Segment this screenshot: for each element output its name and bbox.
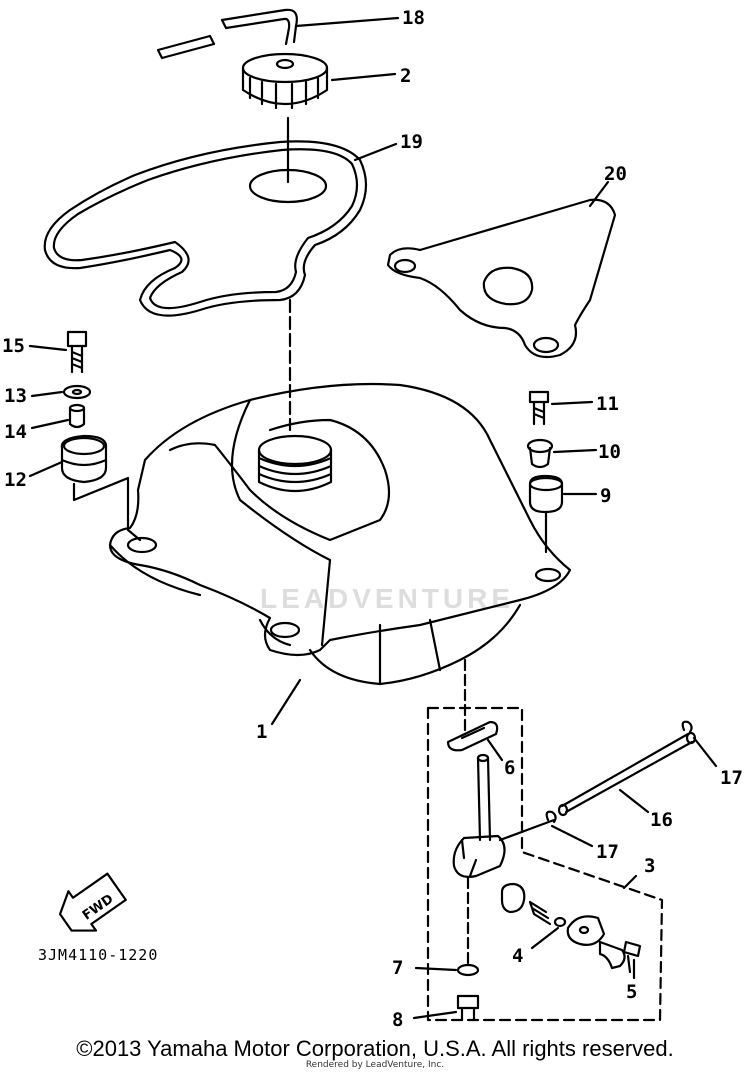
cover-seal <box>43 140 368 317</box>
callout-6: 6 <box>504 757 515 779</box>
bolt-11 <box>528 390 550 426</box>
fuel-cock-body <box>452 753 506 878</box>
callout-13: 13 <box>4 385 27 407</box>
damper-12 <box>60 434 108 484</box>
screw-5 <box>622 940 642 974</box>
callout-19: 19 <box>400 131 423 153</box>
callout-12: 12 <box>4 469 27 491</box>
leader-17-lower <box>550 824 594 848</box>
leader-19 <box>353 142 398 162</box>
callout-15: 15 <box>2 335 25 357</box>
collar-10 <box>526 438 554 469</box>
clip-17-upper <box>681 720 693 734</box>
forward-direction-arrow <box>58 872 127 932</box>
leader-14 <box>30 418 70 430</box>
leader-7 <box>414 966 458 972</box>
callout-17-upper: 17 <box>720 767 743 789</box>
watermark-text: LEADVENTURE <box>260 583 514 614</box>
leader-17-upper <box>692 736 718 768</box>
fuel-hose-16 <box>557 731 697 817</box>
fuel-cock-assembly-box <box>426 706 664 1022</box>
leader-damper-12 <box>72 476 142 542</box>
o-ring-4 <box>553 916 567 928</box>
collar-14 <box>68 403 86 429</box>
callout-4: 4 <box>512 945 523 967</box>
fuel-tank <box>108 382 572 686</box>
callout-1: 1 <box>256 721 267 743</box>
leader-tank-1 <box>270 678 302 726</box>
callout-16: 16 <box>650 809 673 831</box>
leader-4 <box>530 926 560 950</box>
gasket <box>386 198 617 359</box>
damper-9 <box>528 474 564 514</box>
spring-part <box>528 900 552 926</box>
callout-11: 11 <box>596 393 619 415</box>
leader-16 <box>618 788 650 814</box>
callout-7: 7 <box>392 957 403 979</box>
rendered-by-notice: Rendered by LeadVenture, Inc. <box>305 1060 445 1070</box>
callout-9: 9 <box>600 485 611 507</box>
breather-hose <box>156 8 298 60</box>
callout-20: 20 <box>604 163 627 185</box>
leader-10 <box>552 448 598 454</box>
leader-13 <box>30 390 64 398</box>
callout-3: 3 <box>644 855 655 877</box>
leader-12 <box>28 460 64 478</box>
callout-14: 14 <box>4 421 27 443</box>
filter-cup <box>500 882 526 914</box>
leader-8 <box>412 1010 458 1020</box>
washer-13 <box>62 384 92 400</box>
part-code: 3JM4110-1220 <box>38 946 158 964</box>
leader-20 <box>588 180 610 208</box>
callout-17-lower: 17 <box>596 841 619 863</box>
hose-to-cock-line <box>498 818 556 842</box>
leader-15 <box>28 344 68 352</box>
fuel-cap <box>241 52 329 110</box>
clip-17-lower <box>545 810 557 824</box>
leader-2 <box>330 72 397 82</box>
bolt-15 <box>66 330 88 374</box>
callout-10: 10 <box>598 441 621 463</box>
callout-2: 2 <box>400 65 411 87</box>
leader-11 <box>550 400 594 406</box>
lever-plate <box>566 915 606 946</box>
lever-part <box>598 940 626 970</box>
leader-3 <box>622 874 638 890</box>
callout-18: 18 <box>402 7 425 29</box>
washer-7 <box>456 963 480 977</box>
bolt-8 <box>456 994 480 1022</box>
gasket-6 <box>446 720 499 752</box>
callout-8: 8 <box>392 1009 403 1031</box>
leader-6 <box>486 738 504 762</box>
callout-5: 5 <box>626 981 637 1003</box>
leader-18 <box>294 16 400 28</box>
copyright-notice: ©2013 Yamaha Motor Corporation, U.S.A. A… <box>76 1036 674 1061</box>
